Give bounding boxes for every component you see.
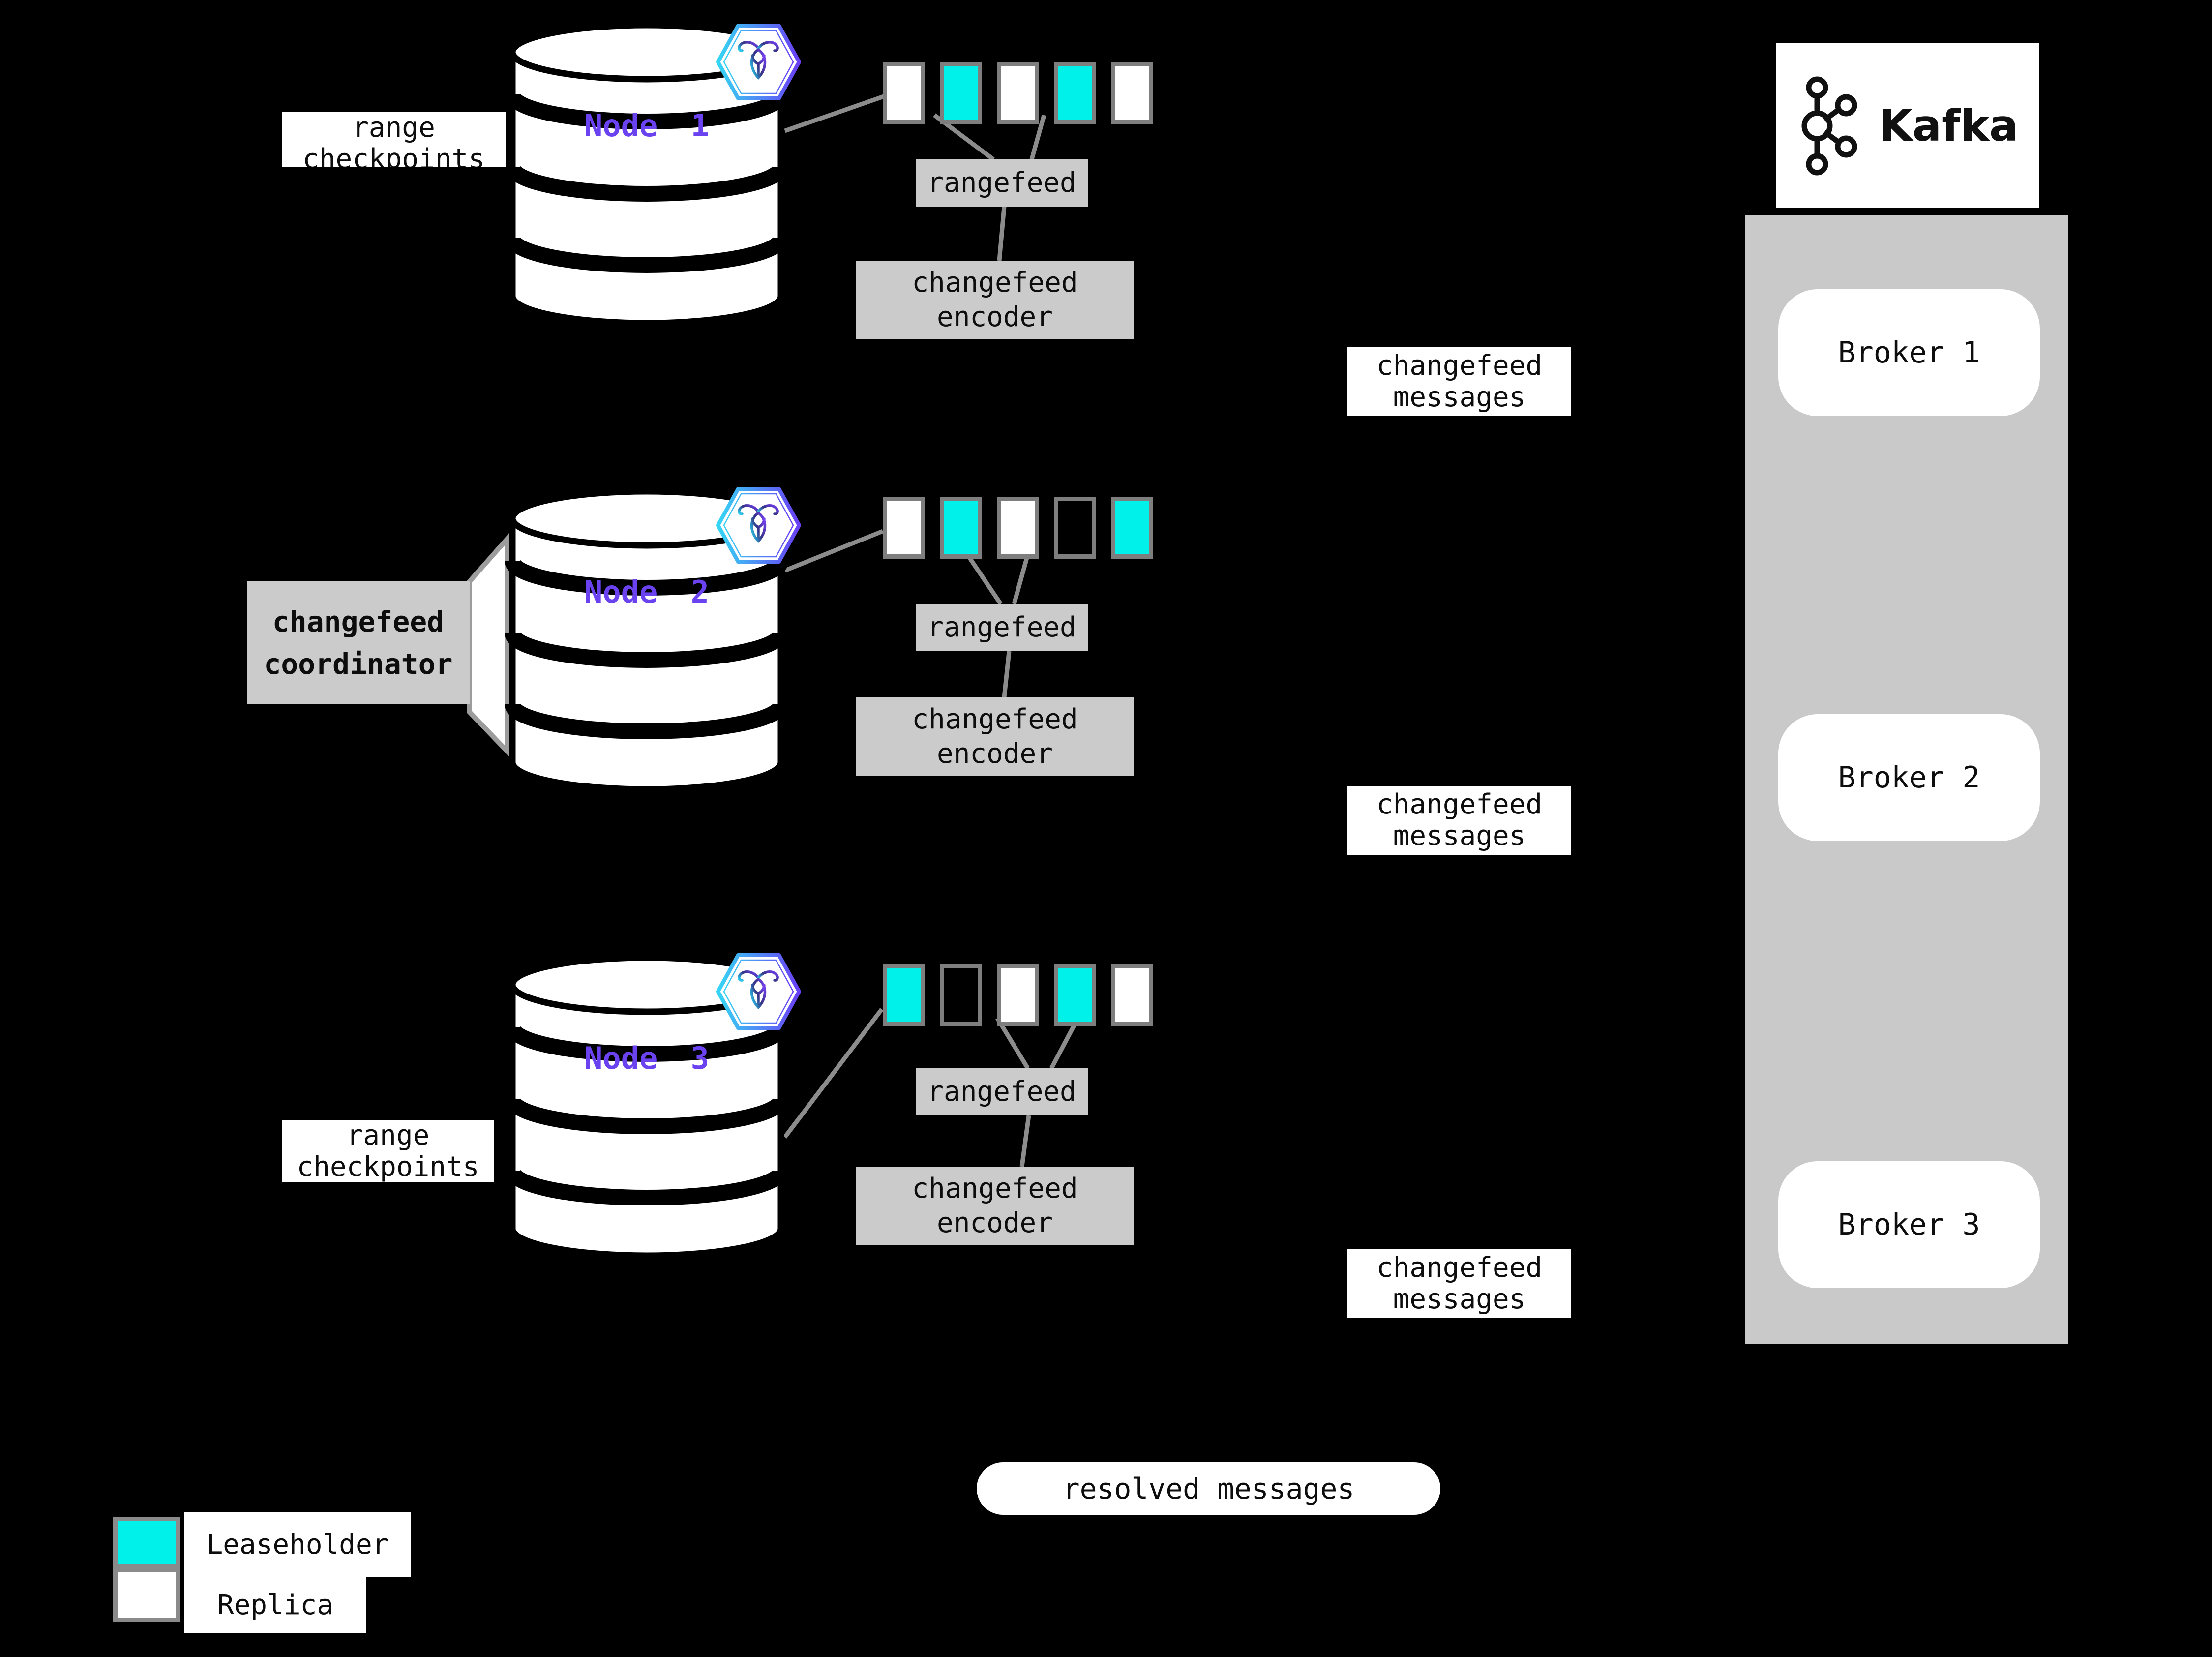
kafka-logo-box: Kafka [1776,43,2039,208]
node-3-database-cylinder [505,954,789,1259]
broker-2-label: Broker 2 [1838,760,1980,795]
legend-leaseholder-swatch [113,1517,180,1568]
range-square-leaseholder [1054,62,1096,124]
node-3-label: Node 3 [584,1040,709,1076]
broker-2: Broker 2 [1778,714,2040,841]
legend-leaseholder-label: Leaseholder [184,1512,411,1577]
range-square-replica [997,964,1039,1026]
range-square-replica [997,497,1039,559]
changefeed-messages-label-1: changefeed messages [1347,347,1571,416]
range-square-leaseholder [940,62,982,124]
range-square-replica [883,62,925,124]
cockroachdb-badge-icon [716,953,801,1030]
range-square-replica [1111,62,1153,124]
node-1-label: Node 1 [584,107,709,144]
rangefeed-box-1: rangefeed [916,159,1088,207]
legend-replica-swatch [113,1568,180,1622]
range-checkpoints-label-top: range checkpoints [282,112,506,167]
node-1-database-cylinder [505,22,789,327]
range-square-leaseholder [1111,497,1153,559]
range-square-leaseholder [883,964,925,1026]
node-2-database-cylinder [505,488,789,793]
legend-replica-label: Replica [184,1577,366,1633]
range-square-replica [997,62,1039,124]
range-square-replica [1111,964,1153,1026]
changefeed-messages-label-2: changefeed messages [1347,786,1571,855]
cockroachdb-badge-icon [716,24,801,100]
range-square-leaseholder [1054,964,1096,1026]
broker-1-label: Broker 1 [1838,335,1980,370]
broker-3: Broker 3 [1778,1161,2040,1288]
coordinator-flag-shape [467,532,510,758]
changefeed-encoder-box-3: changefeed encoder [856,1167,1134,1245]
changefeed-encoder-box-2: changefeed encoder [856,697,1134,776]
range-square-empty [940,964,982,1026]
changefeed-coordinator-box: changefeed coordinator [247,581,470,704]
broker-3-label: Broker 3 [1838,1207,1980,1242]
range-square-replica [883,497,925,559]
range-checkpoints-label-bottom: range checkpoints [282,1120,494,1182]
cockroachdb-badge-icon [716,487,801,564]
broker-1: Broker 1 [1778,289,2040,416]
range-square-empty [1054,497,1096,559]
rangefeed-box-3: rangefeed [916,1068,1088,1115]
changefeed-messages-label-3: changefeed messages [1347,1249,1571,1318]
resolved-messages-label: resolved messages [977,1462,1440,1515]
node-2-label: Node 2 [584,573,709,610]
node-2-range-squares [883,497,1153,559]
kafka-icon [1801,76,1857,175]
kafka-title: Kafka [1879,100,2019,151]
node-1-range-squares [883,62,1153,124]
rangefeed-box-2: rangefeed [916,604,1088,651]
node-3-range-squares [883,964,1153,1026]
changefeed-encoder-box-1: changefeed encoder [856,261,1134,339]
range-square-leaseholder [940,497,982,559]
connector-lines [783,94,1080,1167]
